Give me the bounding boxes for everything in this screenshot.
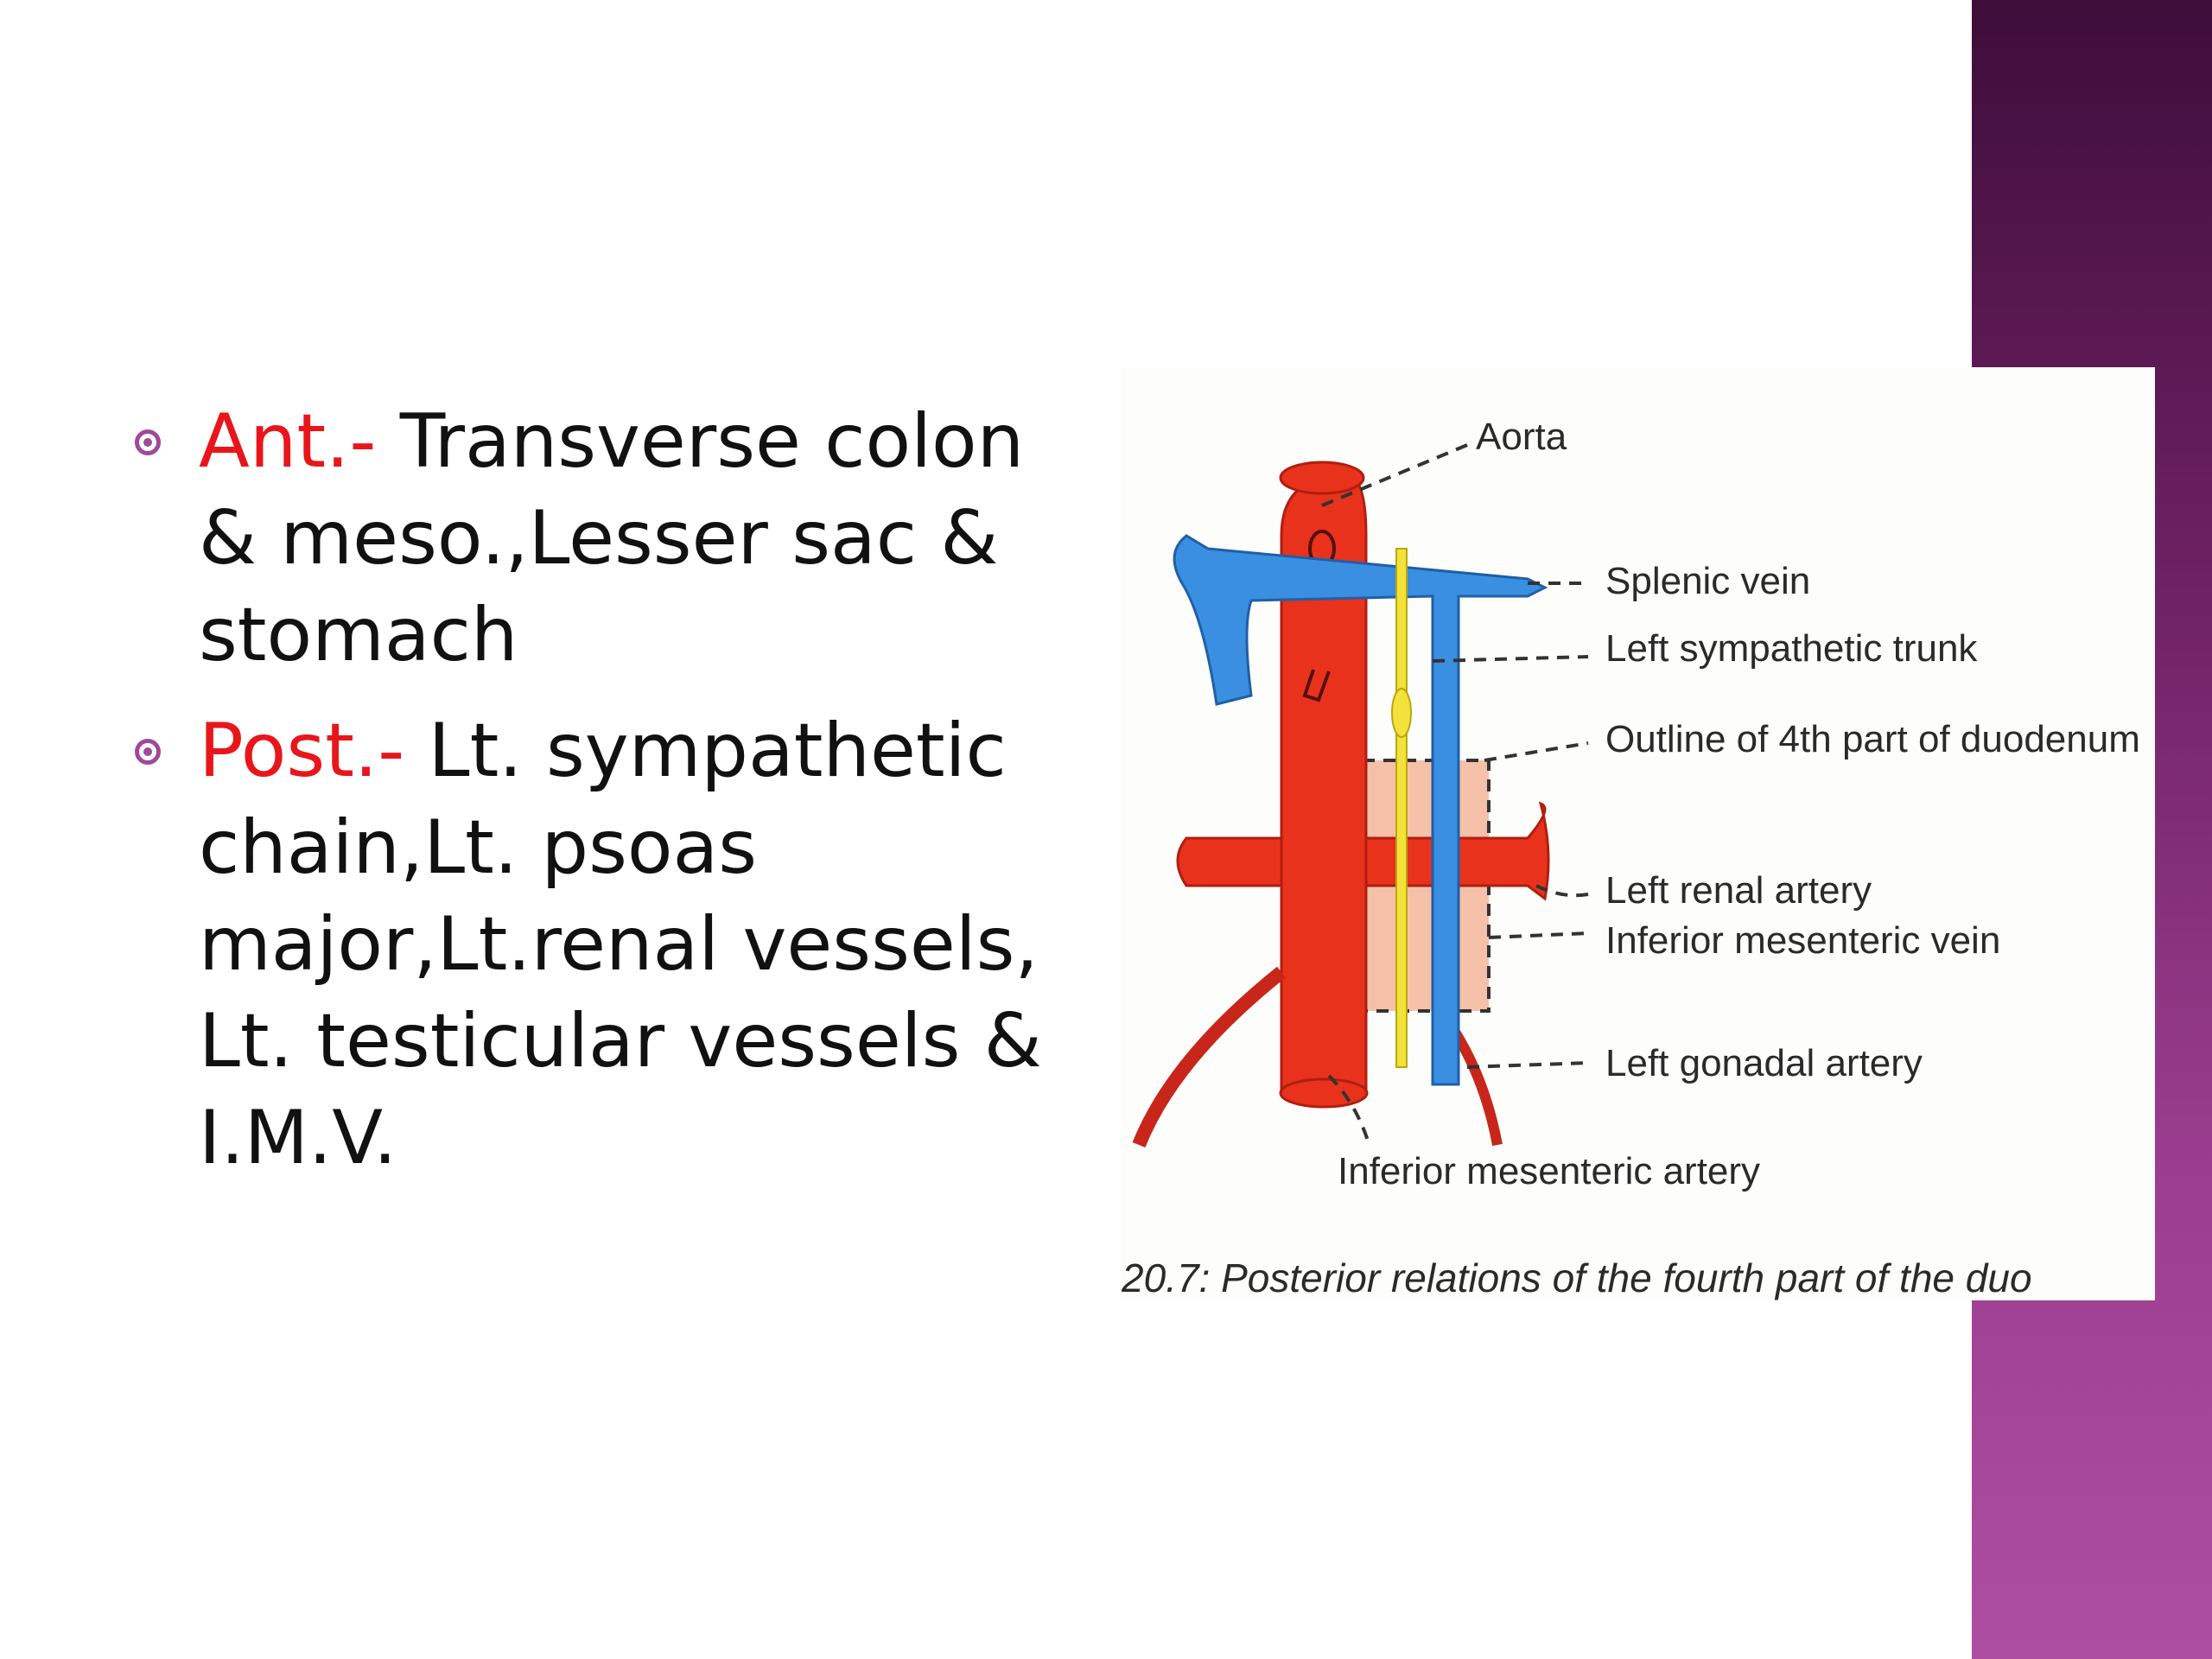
label-inferior-mesenteric-vein: Inferior mesenteric vein — [1605, 919, 2000, 962]
bullet-text-posterior: Lt. sympathetic chain,Lt. psoas major,Lt… — [199, 708, 1042, 1181]
bullet-posterior: Post.- Lt. sympathetic chain,Lt. psoas m… — [130, 702, 1080, 1186]
aorta-bottom-opening — [1279, 1077, 1369, 1109]
leader-lines — [1321, 443, 1589, 1141]
label-left-sympathetic-trunk: Left sympathetic trunk — [1605, 627, 1978, 670]
sympathetic-trunk-shape — [1395, 548, 1408, 1068]
anatomy-figure: Aorta Splenic vein Left sympathetic trun… — [1122, 367, 2155, 1300]
label-splenic-vein: Splenic vein — [1605, 560, 1810, 602]
bullet-marker-icon — [135, 739, 161, 765]
aorta-top-opening — [1279, 461, 1365, 495]
bullet-anterior: Ant.- Transverse colon & meso.,Lesser sa… — [130, 393, 1080, 683]
splenic-vein-shape — [1173, 534, 1548, 1086]
bullet-text-anterior: Transverse colon & meso.,Lesser sac & st… — [199, 398, 1025, 678]
label-inferior-mesenteric-artery: Inferior mesenteric artery — [1338, 1150, 1760, 1192]
figure-caption: 20.7: Posterior relations of the fourth … — [1122, 1255, 2032, 1300]
bullet-list: Ant.- Transverse colon & meso.,Lesser sa… — [130, 393, 1080, 1205]
label-aorta: Aorta — [1476, 416, 1567, 458]
aorta-small-branch — [1302, 669, 1331, 702]
bullet-heading-anterior: Ant.- — [199, 398, 377, 485]
right-iliac-branch — [1132, 966, 1286, 1147]
label-left-gonadal-artery: Left gonadal artery — [1605, 1042, 1923, 1084]
label-left-renal-artery: Left renal artery — [1605, 869, 1872, 912]
anatomy-diagram: Aorta Splenic vein Left sympathetic trun… — [1122, 416, 2140, 1300]
bullet-heading-posterior: Post.- — [199, 708, 405, 794]
sympathetic-ganglion — [1391, 688, 1412, 738]
bullet-marker-icon — [135, 429, 161, 455]
right-renal-artery — [1176, 836, 1283, 887]
label-outline-duodenum: Outline of 4th part of duodenum — [1605, 718, 2140, 760]
